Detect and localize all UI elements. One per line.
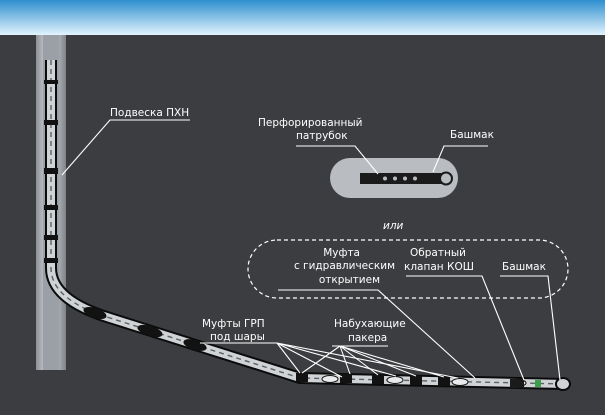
liner-center xyxy=(50,60,566,385)
label-packers-2: пакера xyxy=(348,332,387,344)
label-sleeve-1: Муфта xyxy=(323,247,360,259)
ground xyxy=(0,35,605,415)
label-check-valve-2: клапан КОШ xyxy=(404,261,474,273)
label-perforated-2: патрубок xyxy=(296,130,348,142)
leader-hanger xyxy=(61,119,190,176)
label-or: или xyxy=(383,220,404,232)
leader-perforated xyxy=(296,145,379,175)
label-hanger: Подвеска ПХН xyxy=(110,107,189,119)
perforation-holes xyxy=(383,176,417,181)
sky-band xyxy=(0,0,605,35)
label-sleeve-3: открытием xyxy=(319,274,380,286)
label-shoe-bottom: Башмак xyxy=(502,261,546,273)
leader-sleeve xyxy=(278,289,476,379)
leader-check-valve xyxy=(406,275,525,381)
perforated-pipe-body xyxy=(360,173,442,184)
leader-frac-sleeves xyxy=(200,342,459,379)
label-frac-2: под шары xyxy=(210,331,265,343)
leader-shoe-top xyxy=(432,145,488,173)
label-sleeve-2: с гидравлическим xyxy=(294,260,395,272)
label-shoe-top: Башмак xyxy=(450,129,494,141)
packers xyxy=(83,306,450,386)
label-frac-1: Муфты ГРП xyxy=(202,318,265,330)
label-perforated-1: Перфорированный xyxy=(258,117,362,129)
capsule-shoe xyxy=(439,171,453,186)
check-valve xyxy=(510,379,541,388)
shoe-bottom-tip xyxy=(555,377,571,391)
label-packers-1: Набухающие xyxy=(334,318,406,330)
hanger-collars xyxy=(44,80,58,263)
label-check-valve-1: Обратный xyxy=(410,247,466,259)
sleeve-callout-outline xyxy=(247,239,569,299)
leader-shoe-bottom xyxy=(500,275,561,381)
leader-packers xyxy=(301,345,445,378)
